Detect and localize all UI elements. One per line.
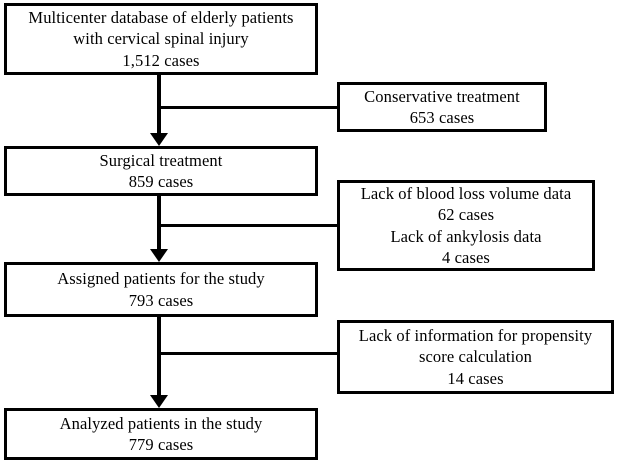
flow-node-lack-propensity-info: Lack of information for propensity score…	[337, 320, 614, 394]
connector-assigned-to-propensity	[159, 352, 339, 355]
flow-node-lack-propensity-info-line-1: Lack of information for propensity	[358, 325, 593, 345]
flow-node-assigned-patients: Assigned patients for the study 793 case…	[4, 262, 318, 317]
flow-node-lack-blood-loss-data: Lack of blood loss volume data 62 cases …	[337, 180, 595, 271]
flow-node-lack-ankylosis-data-count: 4 cases	[442, 247, 490, 267]
flow-node-source-database-line-1: Multicenter database of elderly patients	[28, 7, 294, 27]
connector-assigned-to-analyzed	[157, 317, 161, 397]
flow-node-assigned-patients-count: 793 cases	[128, 290, 194, 310]
flow-node-source-database-count: 1,512 cases	[122, 50, 200, 70]
connector-surgical-to-assigned	[157, 196, 161, 250]
arrowhead-assigned	[150, 249, 168, 262]
flow-node-conservative-treatment: Conservative treatment 653 cases	[337, 82, 547, 132]
connector-source-to-conservative	[159, 106, 339, 109]
arrowhead-analyzed	[150, 395, 168, 408]
flow-node-conservative-treatment-line-1: Conservative treatment	[364, 86, 520, 106]
flow-node-lack-propensity-info-count: 14 cases	[447, 368, 504, 388]
flow-node-analyzed-patients-count: 779 cases	[128, 435, 194, 454]
flow-node-conservative-treatment-count: 653 cases	[409, 108, 475, 127]
flow-node-lack-blood-loss-data-count: 62 cases	[437, 205, 495, 225]
flow-node-assigned-patients-line-1: Assigned patients for the study	[57, 269, 265, 289]
arrowhead-surgical	[150, 133, 168, 146]
flow-node-source-database-line-2: with cervical spinal injury	[73, 29, 249, 49]
flow-node-analyzed-patients: Analyzed patients in the study 779 cases	[4, 408, 318, 460]
flow-node-surgical-treatment-count: 859 cases	[128, 172, 194, 191]
flow-node-surgical-treatment-line-1: Surgical treatment	[99, 150, 223, 170]
flow-node-analyzed-patients-line-1: Analyzed patients in the study	[59, 413, 263, 433]
connector-surgical-to-bloodloss	[159, 224, 339, 227]
flow-node-lack-propensity-info-line-2: score calculation	[418, 347, 533, 367]
flow-node-source-database: Multicenter database of elderly patients…	[4, 3, 318, 75]
connector-source-to-surgical	[157, 75, 161, 135]
flow-node-surgical-treatment: Surgical treatment 859 cases	[4, 146, 318, 196]
flow-node-lack-blood-loss-data-line-1: Lack of blood loss volume data	[360, 183, 572, 203]
flow-node-lack-ankylosis-data-line-1: Lack of ankylosis data	[390, 226, 542, 246]
